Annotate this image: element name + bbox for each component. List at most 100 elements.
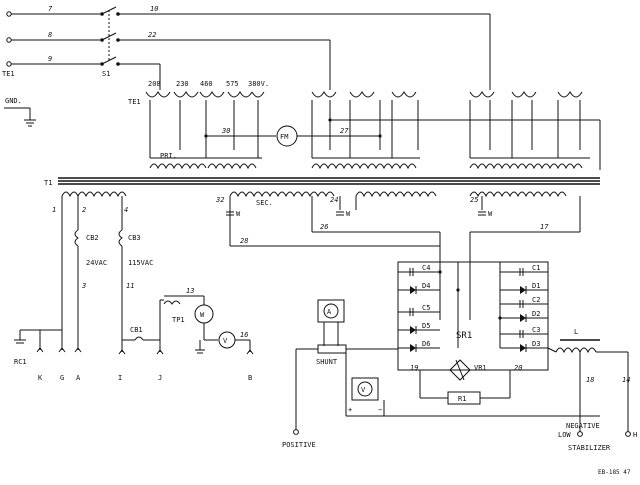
line-22: 22 (118, 31, 331, 90)
cap-c4: C4 (422, 264, 430, 272)
gnd-label: GND. (5, 97, 22, 105)
cb2-volts-label: 24VAC (86, 259, 107, 267)
w-meter-label: W (200, 311, 205, 319)
wire-19-label: 19 (410, 364, 418, 372)
ammeter-label: A (327, 308, 332, 316)
sr1-label: SR1 (456, 331, 472, 341)
svg-text:+: + (348, 406, 352, 414)
tap-links-group-3 (469, 91, 583, 98)
wire-25-label: 25 (470, 196, 478, 204)
circuit-breaker-cb3: CB3 115VAC 11 (118, 229, 153, 340)
wire-1-label: 1 (52, 206, 56, 214)
negative-label: NEGATIVE (566, 422, 600, 430)
wire-9-label: 9 (48, 55, 52, 63)
pin-k: K (38, 374, 43, 382)
wire-22-label: 22 (148, 31, 156, 39)
pin-rc1: RC1 (14, 358, 27, 366)
wire-26-label: 26 (320, 223, 328, 231)
svg-text:W: W (488, 210, 493, 218)
diode-d1: D1 (532, 282, 540, 290)
tp1-label: TP1 (172, 316, 185, 324)
ammeter-section: A SHUNT POSITIVE (282, 299, 398, 449)
pin-j: J (158, 374, 162, 382)
high-terminal (625, 431, 631, 437)
tap-links-group-2 (311, 91, 417, 98)
wire-20-label: 20 (514, 364, 522, 372)
switch-s1: S1 (100, 6, 120, 78)
wire-18-label: 18 (586, 376, 594, 384)
wire-3-label: 3 (81, 282, 86, 290)
tap-460: 460 (200, 80, 213, 88)
tap-230: 230 (176, 80, 189, 88)
ground-terminal: GND. (4, 97, 36, 127)
wire-13-label: 13 (186, 287, 194, 295)
stabilizer-section: L 18 14 NEGATIVE LOW H STABILIZER (547, 328, 637, 452)
fan-motor-label: FM (280, 133, 288, 141)
switch-label: S1 (102, 70, 110, 78)
wire-4-label: 4 (124, 206, 128, 214)
pin-i: I (118, 374, 122, 382)
cap-c1: C1 (532, 264, 540, 272)
low-terminal (577, 431, 583, 437)
wire-17-label: 17 (540, 223, 549, 231)
diode-d4: D4 (422, 282, 430, 290)
cap-c3: C3 (532, 326, 540, 334)
diode-d5: D5 (422, 322, 430, 330)
voltmeter-section: V + − (345, 349, 600, 417)
cb3-label: CB3 (128, 234, 141, 242)
svg-text:W: W (236, 210, 241, 218)
h-label: H (633, 431, 637, 439)
primary-wiring: 30 PRI. FM 27 (149, 100, 601, 170)
aux-windings: 1 2 4 (52, 191, 128, 330)
vr1-label: VR1 (474, 364, 487, 372)
svg-text:W: W (346, 210, 351, 218)
wire-32-label: 32 (215, 196, 224, 204)
line-terminal-7 (6, 11, 12, 17)
cb1-tp1-section: CB1 I J TP1 13 W V 16 B (118, 287, 254, 382)
cap-c5: C5 (422, 304, 430, 312)
tap-208: 208 (148, 80, 161, 88)
input-lines: 7 8 9 TE1 (2, 5, 100, 78)
primary-label: PRI. (160, 152, 177, 160)
r1-label: R1 (458, 395, 466, 403)
svg-text:−: − (378, 406, 382, 414)
voltmeter (351, 377, 379, 401)
wire-10-label: 10 (150, 5, 158, 13)
line-terminal-9 (6, 61, 12, 67)
transformer-core: T1 (44, 177, 600, 187)
wire-2-label: 2 (82, 206, 86, 214)
line-10: 10 (118, 5, 491, 90)
tap-380: 380V. (248, 80, 269, 88)
primary-coils (149, 163, 583, 170)
rectifier-bridge: SR1 C4 D4 C5 D5 D6 C1 D1 C2 D2 C3 D3 (397, 261, 549, 405)
secondary-label: SEC. (256, 199, 273, 207)
cap-c2: C2 (532, 296, 540, 304)
shunt-label: SHUNT (316, 358, 338, 366)
low-label: LOW (558, 431, 571, 439)
diode-d6: D6 (422, 340, 430, 348)
voltmeter-label: V (361, 386, 366, 394)
tap-links-group-1 (145, 91, 265, 98)
v-small-label: V (223, 337, 228, 345)
pin-a: A (76, 374, 81, 382)
te1-board-label: TE1 (128, 98, 141, 106)
te1-input-label: TE1 (2, 70, 15, 78)
positive-label: POSITIVE (282, 441, 316, 449)
cb3-volts-label: 115VAC (128, 259, 153, 267)
line-to-taps (118, 63, 161, 90)
circuit-breaker-cb2: CB2 24VAC 3 (74, 229, 107, 330)
stabilizer-label: STABILIZER (568, 444, 611, 452)
wire-16-label: 16 (240, 331, 248, 339)
wire-11-label: 11 (126, 282, 134, 290)
tap-575: 575 (226, 80, 239, 88)
wire-8-label: 8 (48, 31, 52, 39)
line-terminal-8 (6, 37, 12, 43)
figure-id: EB-185 47 (598, 469, 631, 476)
inductor-label: L (574, 328, 578, 336)
pin-b: B (248, 374, 252, 382)
wire-27-label: 27 (340, 127, 349, 135)
cb2-label: CB2 (86, 234, 99, 242)
terminal-board-te1: TE1 208 230 460 575 380V. (128, 80, 269, 106)
